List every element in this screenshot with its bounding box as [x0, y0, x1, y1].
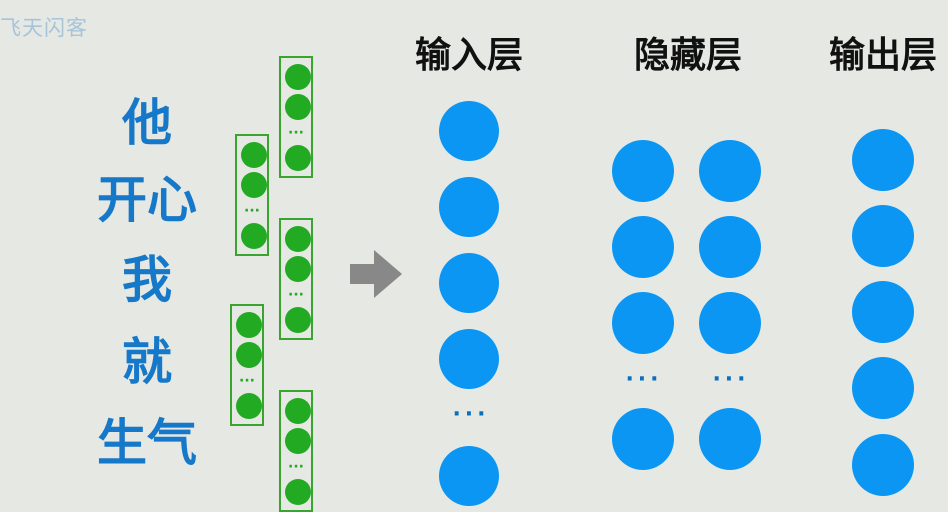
word-token: 开心 [97, 171, 197, 229]
vector-ellipsis: ··· [288, 125, 304, 141]
vector-element [241, 172, 267, 198]
vector-element [285, 398, 311, 424]
input-node [439, 101, 499, 161]
word-vector: ··· [279, 56, 313, 178]
word-vector: ··· [230, 304, 264, 426]
vector-element [236, 393, 262, 419]
watermark: 飞天闪客 [0, 16, 88, 40]
vector-element [285, 226, 311, 252]
vector-element [241, 223, 267, 249]
vector-element [236, 312, 262, 338]
hidden-node [612, 216, 674, 278]
vector-ellipsis: ··· [288, 287, 304, 303]
input-node [439, 329, 499, 389]
output-node [852, 129, 914, 191]
hidden-layer-ellipsis: ··· [625, 367, 663, 392]
input-node [439, 446, 499, 506]
hidden-node [699, 408, 761, 470]
hidden-node [699, 216, 761, 278]
input-layer-ellipsis: ··· [452, 402, 490, 427]
word-token: 就 [122, 333, 172, 391]
vector-ellipsis: ··· [239, 373, 255, 389]
output-layer-title: 输出层 [828, 35, 937, 76]
word-vector: ··· [279, 390, 313, 512]
input-layer-title: 输入层 [414, 35, 523, 76]
hidden-layer-ellipsis: ··· [712, 367, 750, 392]
vector-element [285, 145, 311, 171]
vector-element [285, 64, 311, 90]
output-node [852, 281, 914, 343]
output-node [852, 205, 914, 267]
vector-element [285, 256, 311, 282]
hidden-node [612, 292, 674, 354]
right-arrow-icon [350, 246, 406, 306]
output-node [852, 434, 914, 496]
vector-element [236, 342, 262, 368]
vector-element [285, 307, 311, 333]
hidden-node [699, 140, 761, 202]
vector-element [285, 428, 311, 454]
hidden-node [612, 140, 674, 202]
hidden-node [612, 408, 674, 470]
word-token: 我 [122, 251, 172, 309]
vector-element [285, 94, 311, 120]
hidden-layer-title: 隐藏层 [633, 35, 742, 76]
vector-element [241, 142, 267, 168]
output-node [852, 357, 914, 419]
word-token: 生气 [97, 414, 197, 472]
input-node [439, 253, 499, 313]
input-node [439, 177, 499, 237]
vector-ellipsis: ··· [288, 459, 304, 475]
vector-element [285, 479, 311, 505]
hidden-node [699, 292, 761, 354]
word-vector: ··· [279, 218, 313, 340]
word-token: 他 [122, 94, 172, 152]
vector-ellipsis: ··· [244, 203, 260, 219]
word-vector: ··· [235, 134, 269, 256]
